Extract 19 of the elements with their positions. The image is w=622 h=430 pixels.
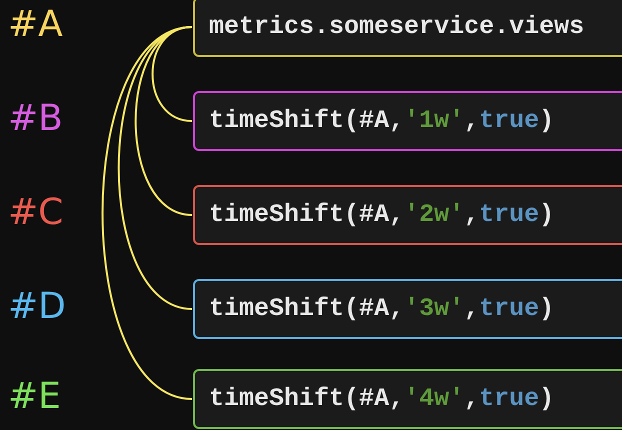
code-text: timeShift(#A,'1w',true) <box>209 105 556 137</box>
code-box <box>193 185 622 245</box>
code-box <box>193 279 622 339</box>
code-box <box>193 91 622 151</box>
code-text: metrics.someservice.views <box>209 11 586 43</box>
connector-line <box>152 26 192 122</box>
code-text: timeShift(#A,'4w',true) <box>209 383 556 415</box>
variable-tag: #E <box>8 379 61 415</box>
variable-tag: #A <box>8 7 63 43</box>
connector-line <box>118 26 192 310</box>
code-box <box>193 369 622 429</box>
connector-line <box>102 26 192 400</box>
code-box <box>193 0 622 57</box>
variable-tag: #B <box>8 101 63 137</box>
connector-line <box>134 26 192 216</box>
code-text: timeShift(#A,'3w',true) <box>209 293 556 325</box>
variable-tag: #D <box>8 289 66 325</box>
code-text: timeShift(#A,'2w',true) <box>209 199 556 231</box>
variable-tag: #C <box>8 195 64 231</box>
